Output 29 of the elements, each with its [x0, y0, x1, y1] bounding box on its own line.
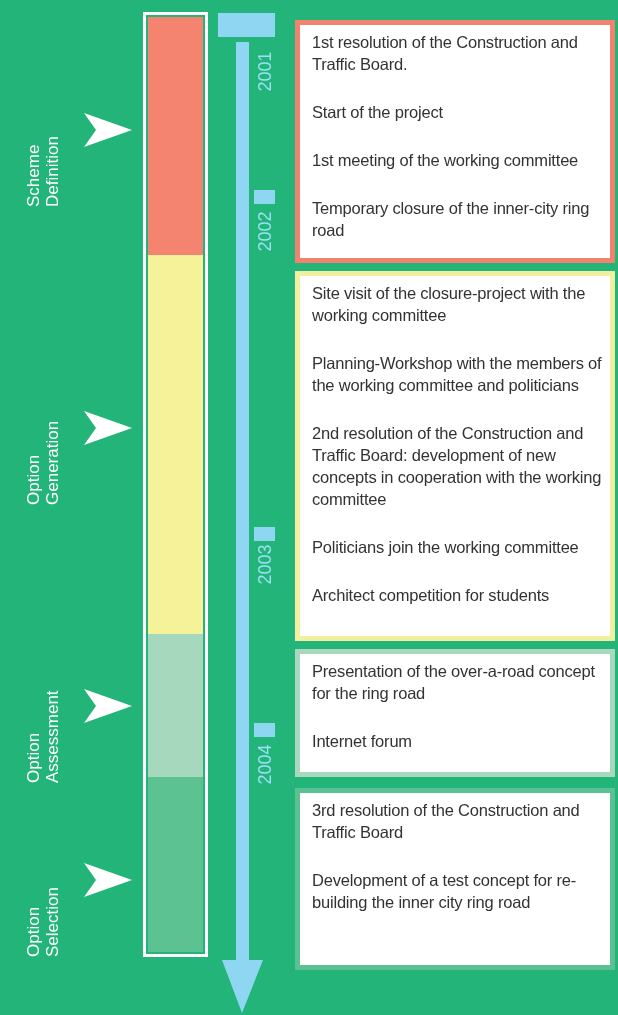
phase-label: Option Selection [24, 847, 66, 957]
year-label: 2001 [254, 50, 276, 94]
year-label: 2004 [254, 743, 276, 787]
event-text: Site visit of the closure-project with the working committee [312, 283, 587, 326]
event-text: Temporary closure of the inner-city ring road [312, 198, 591, 241]
year-label: 2002 [254, 210, 276, 254]
event-box [295, 271, 615, 641]
event-text: Politicians join the working committee [312, 537, 580, 558]
event-box [295, 649, 615, 777]
event-box [295, 788, 615, 970]
event-text: 1st resolution of the Construction and Traffic Board. [312, 32, 579, 75]
event-text: 3rd resolution of the Construction and Traffic Board [312, 800, 581, 843]
event-text: 1st meeting of the working committee [312, 150, 580, 171]
year-label: 2003 [254, 543, 276, 587]
event-text: Planning-Workshop with the members of the working committee and politicians [312, 353, 602, 396]
event-text: Architect competition for students [312, 585, 551, 606]
event-text: Start of the project [312, 102, 444, 123]
phase-label: Option Assessment [24, 673, 66, 783]
phase-bar [148, 255, 203, 634]
phase-label: Scheme Definition [24, 97, 66, 207]
phase-label: Option Generation [24, 395, 66, 505]
phase-bar [148, 17, 203, 255]
phase-bar [148, 777, 203, 952]
event-text: 2nd resolution of the Construction and Traffic Board: development of new concepts in cooperation with the working committee [312, 423, 602, 510]
event-text: Internet forum [312, 731, 413, 752]
event-text: Presentation of the over-a-road concept for the ring road [312, 661, 596, 704]
phase-bar [148, 634, 203, 777]
event-text: Development of a test concept for re-building the inner city ring road [312, 870, 578, 913]
event-box [295, 20, 615, 263]
